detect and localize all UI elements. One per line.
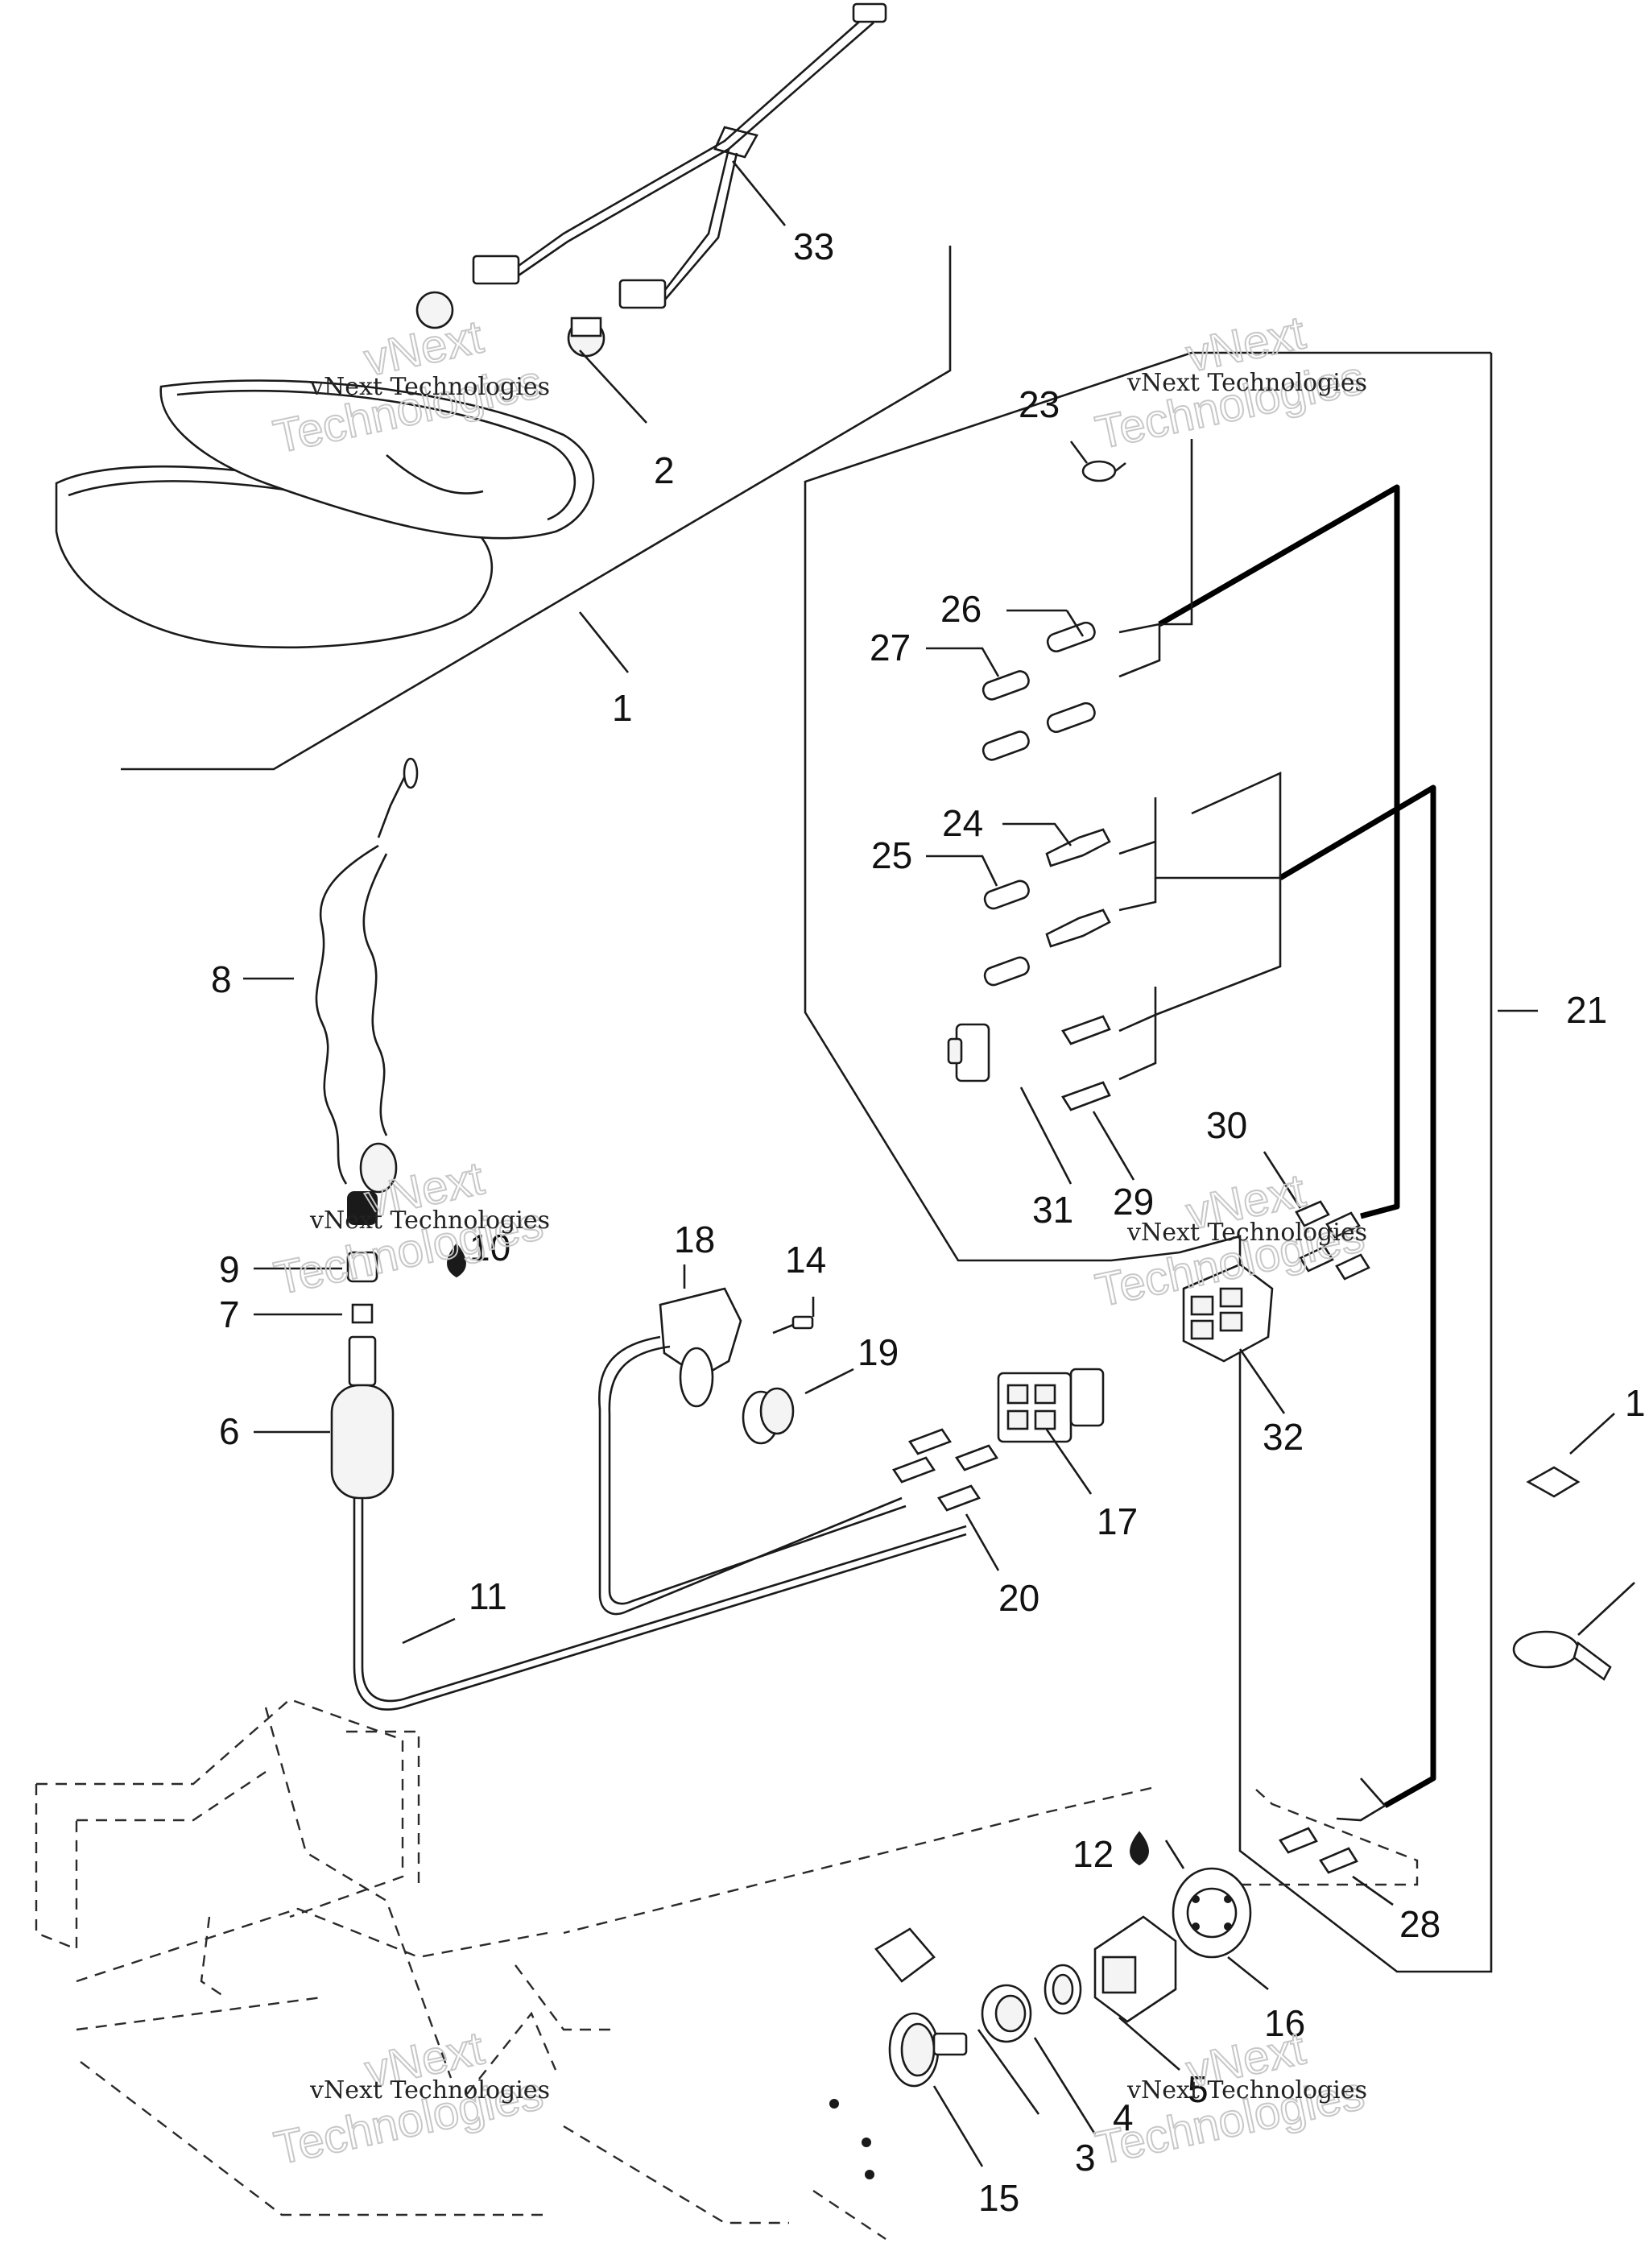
frame-structure: [35, 1525, 967, 2240]
post-assembly: [330, 1243, 466, 1667]
callout-29: 29: [1113, 1181, 1154, 1223]
headlight-bulb: [415, 291, 605, 358]
tether-cord: [315, 757, 419, 1225]
callout-4: 4: [1113, 2096, 1134, 2138]
terminal-24-25-set: [983, 828, 1111, 987]
watermark-6: vNext Technologies vNext Technologies: [1090, 2021, 1370, 2175]
callout-16: 16: [1264, 2002, 1305, 2044]
leader-lines: [243, 160, 1635, 2167]
callout-15: 15: [978, 2177, 1019, 2219]
svg-text:vNext Technologies: vNext Technologies: [1126, 369, 1367, 397]
svg-text:vNext Technologies: vNext Technologies: [309, 1206, 550, 1235]
callout-28: 28: [1399, 1903, 1440, 1945]
callout-labels: 1 2 3 4 5 6 7 8 9 10 11 12 14 15 16 17 1…: [211, 226, 1646, 2219]
callout-26: 26: [940, 588, 982, 630]
callout-12: 12: [1072, 1833, 1114, 1875]
callout-17: 17: [1097, 1500, 1138, 1542]
clip-right-edge: [1526, 1466, 1581, 1498]
terminals-20: [892, 1428, 998, 1512]
callout-8: 8: [211, 958, 232, 1000]
callout-20: 20: [998, 1577, 1039, 1619]
terminal-26-27-set: [982, 621, 1096, 761]
watermark-2: vNext Technologies vNext Technologies: [1090, 305, 1370, 460]
callout-19: 19: [858, 1331, 899, 1373]
group-outline-lines: [121, 246, 1493, 1973]
terminal-28-set: [1279, 1827, 1358, 1874]
harness-thick-wires: [1158, 484, 1436, 1809]
callout-1b: 1: [1625, 1382, 1646, 1424]
callout-14: 14: [785, 1239, 826, 1281]
svg-text:vNext Technologies: vNext Technologies: [309, 373, 550, 401]
svg-text:vNext Technologies: vNext Technologies: [1126, 2076, 1367, 2105]
kill-switch: [597, 1287, 907, 1616]
svg-text:vNext Technologies: vNext Technologies: [1126, 1219, 1367, 1247]
callout-9: 9: [219, 1248, 240, 1290]
svg-text:vNext Technologies: vNext Technologies: [309, 2076, 550, 2105]
ring: [742, 1387, 795, 1445]
callout-25: 25: [871, 834, 912, 876]
callout-32: 32: [1263, 1416, 1304, 1458]
callout-10: 10: [469, 1227, 510, 1269]
callout-2: 2: [654, 449, 675, 491]
callout-1: 1: [612, 687, 633, 729]
callout-30: 30: [1206, 1104, 1247, 1146]
callout-31: 31: [1032, 1189, 1073, 1231]
connector-17: [997, 1368, 1105, 1443]
headlight-assembly: [55, 379, 595, 649]
callout-24: 24: [942, 802, 983, 844]
wiring-harness-headlight: [472, 2, 887, 309]
watermark-5: vNext Technologies vNext Technologies: [269, 2021, 550, 2175]
key-switch-assembly: [874, 1831, 1252, 2088]
callout-11: 11: [469, 1575, 507, 1617]
callout-7: 7: [219, 1293, 240, 1335]
callout-21: 21: [1566, 989, 1607, 1031]
callout-6: 6: [219, 1410, 240, 1452]
housing-31: [947, 1023, 990, 1082]
terminal-29-set: [1061, 1015, 1111, 1111]
callout-33: 33: [793, 226, 834, 267]
callout-3: 3: [1075, 2137, 1096, 2179]
screw: [772, 1315, 814, 1335]
terminal-30-set: [1295, 1200, 1370, 1281]
callout-27: 27: [870, 627, 911, 668]
harness-bracket-lines: [1118, 439, 1387, 1822]
ring-terminal-23: [1081, 460, 1126, 482]
watermark-3: vNext Technologies vNext Technologies: [269, 1151, 550, 1306]
callout-18: 18: [674, 1219, 715, 1260]
connector-32: [1182, 1263, 1274, 1363]
callout-23: 23: [1019, 383, 1060, 425]
cable-tie: [1512, 1630, 1612, 1681]
callout-5: 5: [1188, 2068, 1209, 2110]
